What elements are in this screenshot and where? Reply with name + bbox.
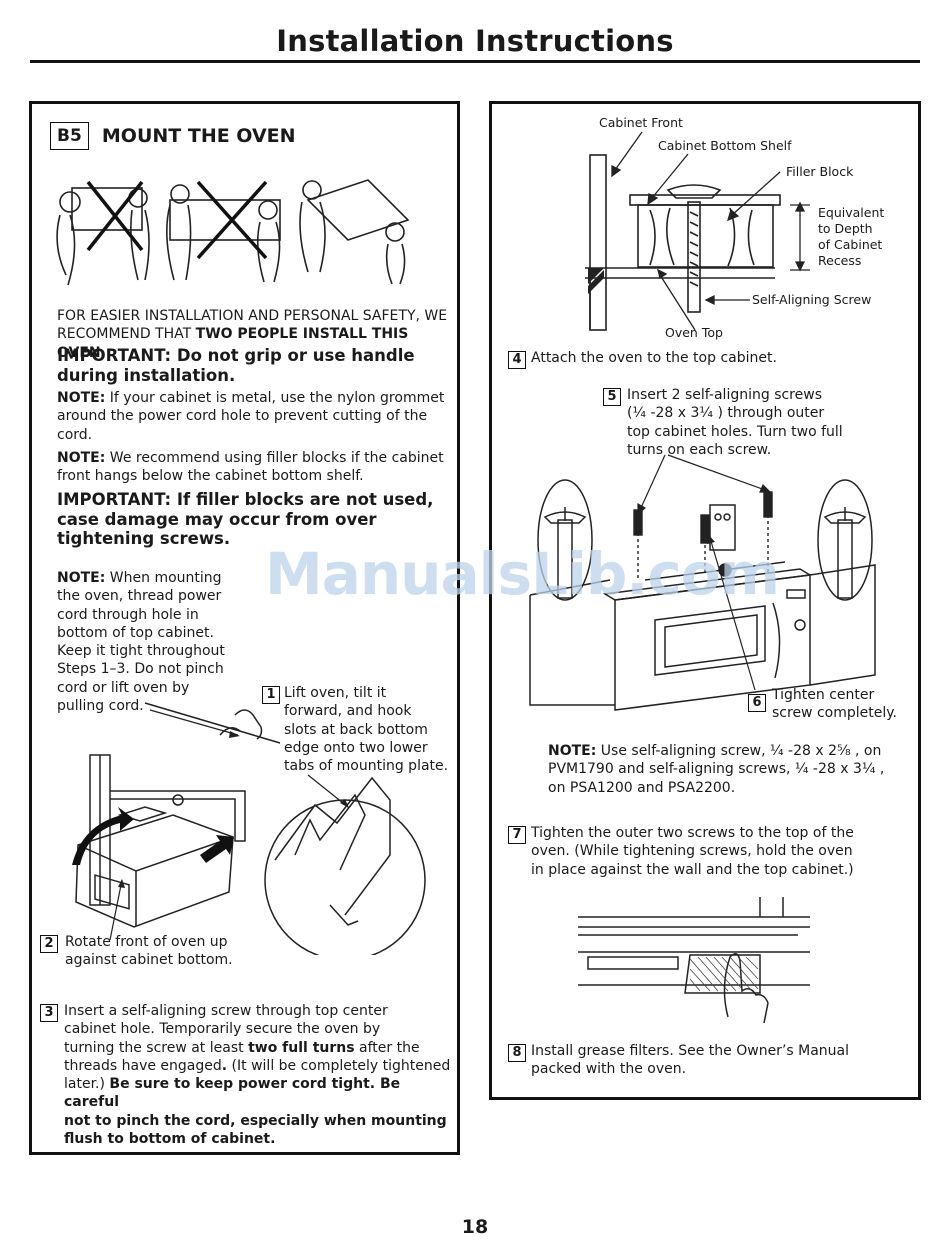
right-panel: [489, 101, 921, 1100]
label-oven-top: Oven Top: [665, 325, 723, 340]
note-filler-blocks: NOTE: We recommend using filler blocks i…: [57, 450, 444, 485]
step-4-number: 4: [508, 351, 526, 369]
step-8-number: 8: [508, 1044, 526, 1062]
oven-lift-illustration: [72, 702, 426, 955]
step6-leader: [707, 534, 756, 691]
step-6: 6 Tighten center screw completely.: [748, 686, 913, 723]
label-cabinet-bottom-shelf: Cabinet Bottom Shelf: [658, 138, 792, 153]
label-self-aligning-screw: Self-Aligning Screw: [752, 292, 872, 307]
page-number: 18: [461, 1216, 489, 1238]
step-8: 8 Install grease filters. See the Owner’…: [508, 1042, 913, 1079]
note-metal-cabinet: NOTE: If your cabinet is metal, use the …: [57, 390, 445, 443]
left-panel: [29, 101, 460, 1155]
note-power-cord: NOTE: When mounting the oven, thread pow…: [57, 570, 225, 715]
filler-diagram-leaders: [611, 131, 810, 331]
step-7: 7 Tighten the outer two screws to the to…: [508, 824, 913, 879]
step-5-number: 5: [603, 388, 621, 406]
step-4: 4 Attach the oven to the top cabinet.: [508, 349, 908, 369]
step-2: 2 Rotate front of oven up against cabine…: [40, 933, 340, 970]
step-3: 3 Insert a self-aligning screw through t…: [40, 1002, 455, 1148]
section-heading: B5 MOUNT THE OVEN: [50, 122, 296, 152]
step-3-number: 3: [40, 1004, 58, 1022]
important-handle: IMPORTANT: Do not grip or use handle dur…: [57, 346, 415, 385]
step-1-number: 1: [262, 686, 280, 704]
filler-block-diagram: [585, 154, 781, 331]
step-1: 1 Lift oven, tilt it forward, and hook s…: [262, 684, 457, 775]
label-filler-block: Filler Block: [786, 164, 854, 179]
section-code: B5: [50, 122, 89, 150]
section-title: MOUNT THE OVEN: [101, 125, 296, 147]
safety-text: FOR EASIER INSTALLATION AND PERSONAL SAF…: [57, 308, 448, 361]
label-cabinet-front: Cabinet Front: [599, 115, 683, 130]
step-5: 5 Insert 2 self-aligning screws (¹⁄₄ -28…: [603, 386, 903, 459]
step-7-number: 7: [508, 826, 526, 844]
step-6-number: 6: [748, 694, 766, 712]
grease-filter-illustration: [578, 897, 810, 1024]
watermark: ManualsLib.com: [265, 540, 780, 608]
lifting-illustration: [56, 179, 410, 286]
step5-leaders: [637, 454, 772, 516]
oven-screws-illustration: [529, 479, 876, 711]
step-2-number: 2: [40, 935, 58, 953]
screw-size-note: NOTE: Use self-aligning screw, ¹⁄₄ -28 x…: [548, 743, 885, 796]
label-equivalent-depth: Equivalent to Depth of Cabinet Recess: [818, 205, 885, 268]
important-filler: IMPORTANT: If filler blocks are not used…: [57, 490, 434, 548]
title-rule: [30, 60, 920, 63]
page-title: Installation Instructions: [276, 24, 674, 58]
